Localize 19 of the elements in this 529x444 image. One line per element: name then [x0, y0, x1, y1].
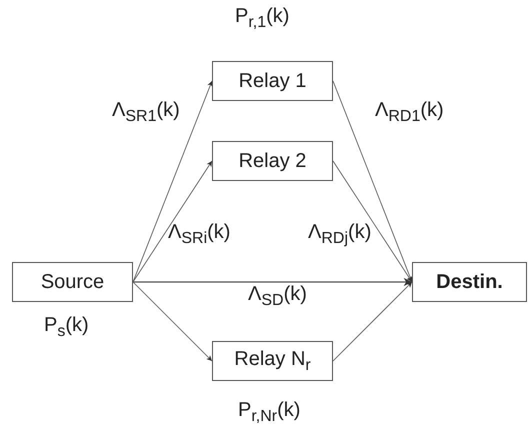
- arrow: [132, 80, 213, 282]
- arrow: [132, 282, 212, 362]
- arrow: [332, 282, 412, 362]
- process-box: Relay 2: [212, 141, 333, 181]
- process-box: Destin.: [412, 262, 527, 302]
- power-label: P$_{r,1}$(k): [235, 6, 290, 31]
- arrow: [332, 160, 412, 282]
- channel-label: Λ$_{SR1}$(k): [112, 100, 180, 125]
- process-box: Relay 1: [212, 61, 333, 101]
- channel-label: Λ$_{RD1}$(k): [375, 100, 444, 125]
- process-box: Relay N$_{r}$: [212, 341, 333, 381]
- arrow: [132, 160, 212, 282]
- channel-label: Λ$_{RDj}$(k): [308, 222, 372, 247]
- power-label: P$_{s}$(k): [44, 315, 89, 340]
- power-label: P$_{r,Nr}$(k): [238, 400, 300, 425]
- channel-label: Λ$_{SD}$(k): [248, 284, 307, 309]
- channel-label: Λ$_{SRi}$(k): [168, 222, 230, 247]
- process-box: Source: [12, 262, 133, 302]
- arrow: [133, 278, 412, 286]
